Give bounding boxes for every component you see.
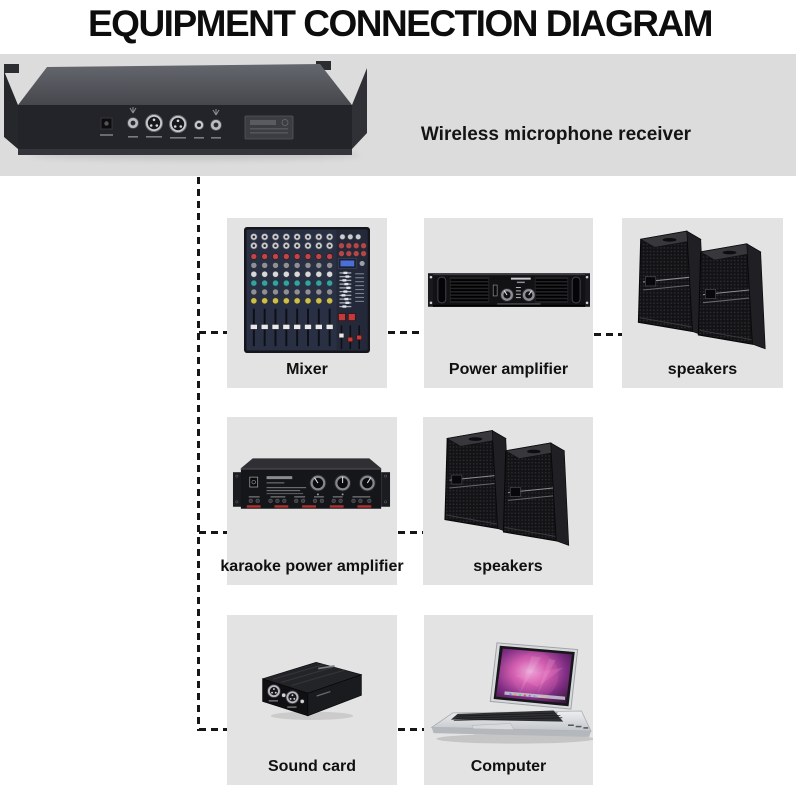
connector-row3-branch	[199, 728, 227, 731]
node-label-speakers-1: speakers	[667, 361, 738, 378]
node-card-karaoke-amplifier: karaoke power amplifier	[220, 417, 404, 585]
laptop-image	[430, 641, 593, 744]
node-label-sound-card: Sound card	[267, 758, 356, 775]
node-card-mixer: Mixer	[227, 218, 387, 388]
karaoke-amplifier-image	[232, 457, 391, 509]
speaker-pair-image	[635, 225, 771, 355]
node-card-sound-card: Sound card	[227, 615, 397, 785]
node-label-power-amplifier: Power amplifier	[448, 361, 569, 378]
connector-amp-to-speakers	[594, 333, 622, 336]
node-card-power-amplifier: Power amplifier	[424, 218, 593, 388]
connector-soundcard-to-computer	[398, 728, 424, 731]
speakers2-art	[423, 417, 593, 558]
computer-art	[424, 615, 593, 758]
node-label-speakers-2: speakers	[473, 558, 543, 575]
speakers1-art	[622, 218, 783, 361]
node-card-speakers-2: speakers	[423, 417, 593, 585]
node-card-computer: Computer	[424, 615, 593, 785]
connector-trunk-line	[197, 177, 200, 731]
power-amplifier-image	[427, 272, 590, 307]
connector-karaoke-to-speakers	[398, 531, 423, 534]
connector-row1-branch	[199, 331, 227, 334]
node-card-speakers-1: speakers	[622, 218, 783, 388]
sound-card-image	[261, 661, 363, 720]
mixing-console-image	[244, 226, 370, 353]
connector-mixer-to-amp	[388, 331, 424, 334]
node-label-mixer: Mixer	[286, 361, 328, 378]
node-label-karaoke-amplifier: karaoke power amplifier	[220, 558, 404, 575]
sound-card-art	[227, 615, 397, 758]
node-label-computer: Computer	[470, 758, 547, 775]
rack-receiver-rear-image	[4, 61, 367, 155]
connector-row2-branch	[199, 531, 227, 534]
mixer-art	[227, 218, 387, 361]
power-amplifier-art	[424, 218, 593, 361]
receiver-label: Wireless microphone receiver	[420, 124, 692, 145]
speaker-pair-image	[438, 425, 578, 551]
karaoke-amplifier-art	[227, 417, 397, 558]
page-title: EQUIPMENT CONNECTION DIAGRAM	[88, 3, 714, 44]
